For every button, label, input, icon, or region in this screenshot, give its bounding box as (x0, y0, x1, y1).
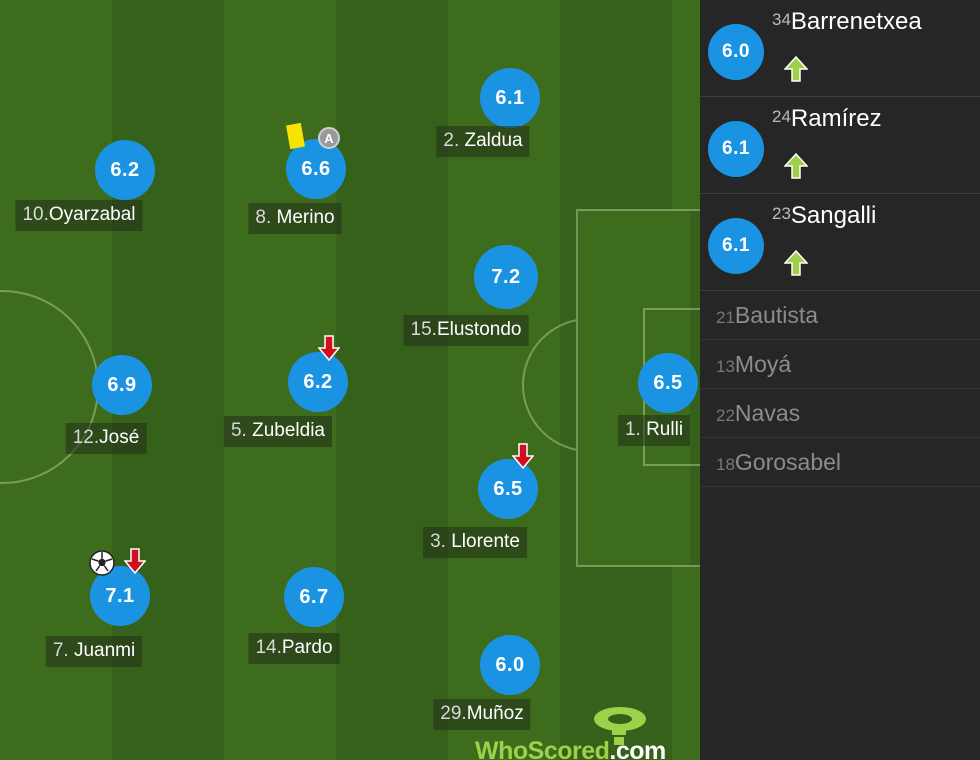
sub-out-arrow-icon (512, 443, 534, 469)
player-nameplate: 2. Zaldua (436, 126, 530, 157)
player-rating: 6.2 (95, 140, 155, 200)
player-name: Pardo (281, 637, 333, 658)
bench-player-name: Gorosabel (734, 449, 842, 475)
player-name: Zubeldia (252, 420, 326, 441)
bench-unused-row[interactable]: 22Navas (700, 389, 980, 438)
sub-in-arrow-icon (784, 56, 808, 82)
player-nameplate: 3. Llorente (423, 527, 527, 558)
sub-out-arrow-icon (318, 335, 340, 361)
bench-sub-row[interactable]: 6.1 24Ramírez (700, 97, 980, 194)
player-rating: 6.7 (284, 567, 344, 627)
bench-player-name: 34Barrenetxea (772, 8, 922, 35)
player-nameplate: 5. Zubeldia (223, 416, 333, 447)
sub-out-arrow-icon (124, 548, 146, 574)
centre-circle (0, 290, 99, 484)
player-nameplate: 29.Muñoz (433, 699, 531, 730)
sub-in-arrow-icon (784, 153, 808, 179)
captain-badge-icon: A (318, 127, 340, 149)
bench-player-name: 24Ramírez (772, 105, 882, 132)
player-nameplate: 7. Juanmi (45, 636, 143, 667)
player-name: Muñoz (466, 703, 524, 724)
bench-player-name: Bautista (734, 302, 819, 328)
player-rating: 7.2 (474, 245, 538, 309)
logo-wordmark: WhoScored.com (475, 737, 666, 760)
player-name: Oyarzabal (48, 204, 136, 225)
player-rating: 6.6 (286, 139, 346, 199)
player-nameplate: 14.Pardo (248, 633, 340, 664)
bench-sub-row[interactable]: 6.1 23Sangalli (700, 194, 980, 291)
player-nameplate: 8. Merino (248, 203, 342, 234)
bench-sub-row[interactable]: 6.0 34Barrenetxea (700, 0, 980, 97)
bench-player-name: Navas (734, 400, 801, 426)
player-nameplate: 15.Elustondo (403, 315, 529, 346)
logo-question-mark-icon (594, 707, 646, 745)
player-rating: 6.1 (708, 121, 764, 177)
bench-unused-row[interactable]: 13Moyá (700, 340, 980, 389)
player-rating: 7.1 (90, 566, 150, 626)
player-rating: 6.0 (708, 24, 764, 80)
player-rating: 6.2 (288, 352, 348, 412)
pitch: 6.2 10.Oyarzabal 6.9 12.José 7.1 7. Juan… (0, 0, 700, 760)
player-nameplate: 12.José (65, 423, 147, 454)
player-name: Elustondo (436, 319, 522, 340)
player-rating: 6.9 (92, 355, 152, 415)
player-rating: 6.1 (708, 218, 764, 274)
player-name: José (99, 427, 140, 448)
goal-ball-icon (89, 550, 115, 576)
whoscored-logo: WhoScored.com (475, 705, 690, 760)
bench-unused-row[interactable]: 18Gorosabel (700, 438, 980, 487)
player-name: Rulli (646, 419, 684, 440)
player-name: Zaldua (464, 130, 523, 151)
bench-player-name: 23Sangalli (772, 202, 877, 229)
player-nameplate: 10.Oyarzabal (15, 200, 143, 231)
player-rating: 6.5 (638, 353, 698, 413)
player-name: Juanmi (73, 640, 136, 661)
player-rating: 6.0 (480, 635, 540, 695)
sub-in-arrow-icon (784, 250, 808, 276)
player-name: Merino (276, 207, 335, 228)
bench-player-name: Moyá (734, 351, 792, 377)
bench-unused-row[interactable]: 21Bautista (700, 291, 980, 340)
player-rating: 6.1 (480, 68, 540, 128)
yellow-card-icon (286, 122, 305, 150)
player-rating: 6.5 (478, 459, 538, 519)
bench-panel: 6.0 34Barrenetxea 6.1 24Ramírez 6.1 23Sa… (700, 0, 980, 760)
player-nameplate: 1. Rulli (617, 415, 691, 446)
player-name: Llorente (451, 531, 520, 552)
